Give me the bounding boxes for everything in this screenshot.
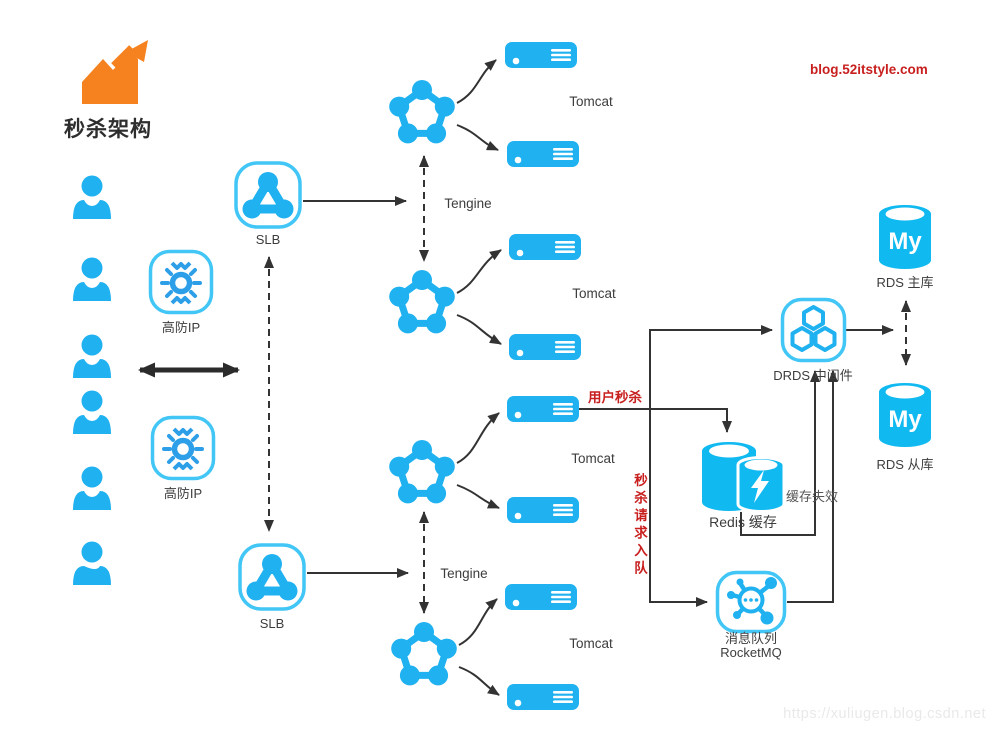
anti-ddos-icon xyxy=(150,415,216,481)
tomcat-label-4: Tomcat xyxy=(569,636,613,651)
tomcat-server-icon xyxy=(505,42,577,68)
rocketmq-label-line1: 消息队列 xyxy=(724,631,777,646)
logo-chart-arrow-icon xyxy=(80,40,148,104)
user-icon xyxy=(73,334,111,378)
tomcat-server-icon xyxy=(507,396,579,422)
cache-invalidate-annotation: 缓存失效 xyxy=(786,489,839,504)
tomcat-server-icon xyxy=(507,141,579,167)
tengine-cluster-icon xyxy=(391,622,457,686)
slb-icon xyxy=(238,543,306,611)
rds-mysql-icon: My xyxy=(879,383,931,447)
diagram-title: 秒杀架构 xyxy=(64,118,152,141)
slb-top-label: SLB xyxy=(255,232,281,247)
blog-link: blog.52itstyle.com xyxy=(810,62,928,77)
tomcat-server-icon xyxy=(509,234,581,260)
tomcat-server-icon xyxy=(507,497,579,523)
anti-ddos-icon xyxy=(148,249,214,315)
user-icon xyxy=(73,466,111,510)
tengine-cluster-icon xyxy=(389,440,455,504)
slb-bottom-label: SLB xyxy=(259,616,285,631)
antiddos-top-label: 高防IP xyxy=(161,320,201,335)
rocketmq-icon xyxy=(715,570,787,634)
tomcat-label-2: Tomcat xyxy=(572,286,616,301)
tomcat-server-icon xyxy=(507,684,579,710)
user-icon xyxy=(73,175,111,219)
tengine-top-label: Tengine xyxy=(444,196,492,211)
user-icon xyxy=(73,390,111,434)
rds-slave-label: RDS 从库 xyxy=(876,457,934,472)
rds-mysql-icon: My xyxy=(879,205,931,269)
user-seckill-annotation: 用户秒杀 xyxy=(588,390,642,405)
tomcat-server-icon xyxy=(505,584,577,610)
mysql-my-text: My xyxy=(888,228,922,255)
drds-icon xyxy=(780,297,847,363)
tomcat-label-3: Tomcat xyxy=(571,451,615,466)
watermark-text: https://xuliugen.blog.csdn.net xyxy=(783,706,986,722)
tengine-cluster-icon xyxy=(389,80,455,144)
tengine-bottom-label: Tengine xyxy=(440,566,488,581)
slb-icon xyxy=(234,161,302,229)
antiddos-bottom-label: 高防IP xyxy=(163,486,203,501)
seckill-queue-annotation: 秒杀请求入队 xyxy=(632,473,647,578)
rocketmq-label-line2: RocketMQ xyxy=(720,645,782,660)
user-icon xyxy=(73,257,111,301)
tengine-cluster-icon xyxy=(389,270,455,334)
redis-cache-icon xyxy=(702,442,786,513)
mysql-my-text: My xyxy=(888,406,922,433)
user-icon xyxy=(73,541,111,585)
tomcat-server-icon xyxy=(509,334,581,360)
tomcat-label-1: Tomcat xyxy=(569,94,613,109)
redis-label: Redis 缓存 xyxy=(709,514,777,530)
drds-label: DRDS 中间件 xyxy=(773,368,853,383)
rds-master-label: RDS 主库 xyxy=(876,275,934,290)
